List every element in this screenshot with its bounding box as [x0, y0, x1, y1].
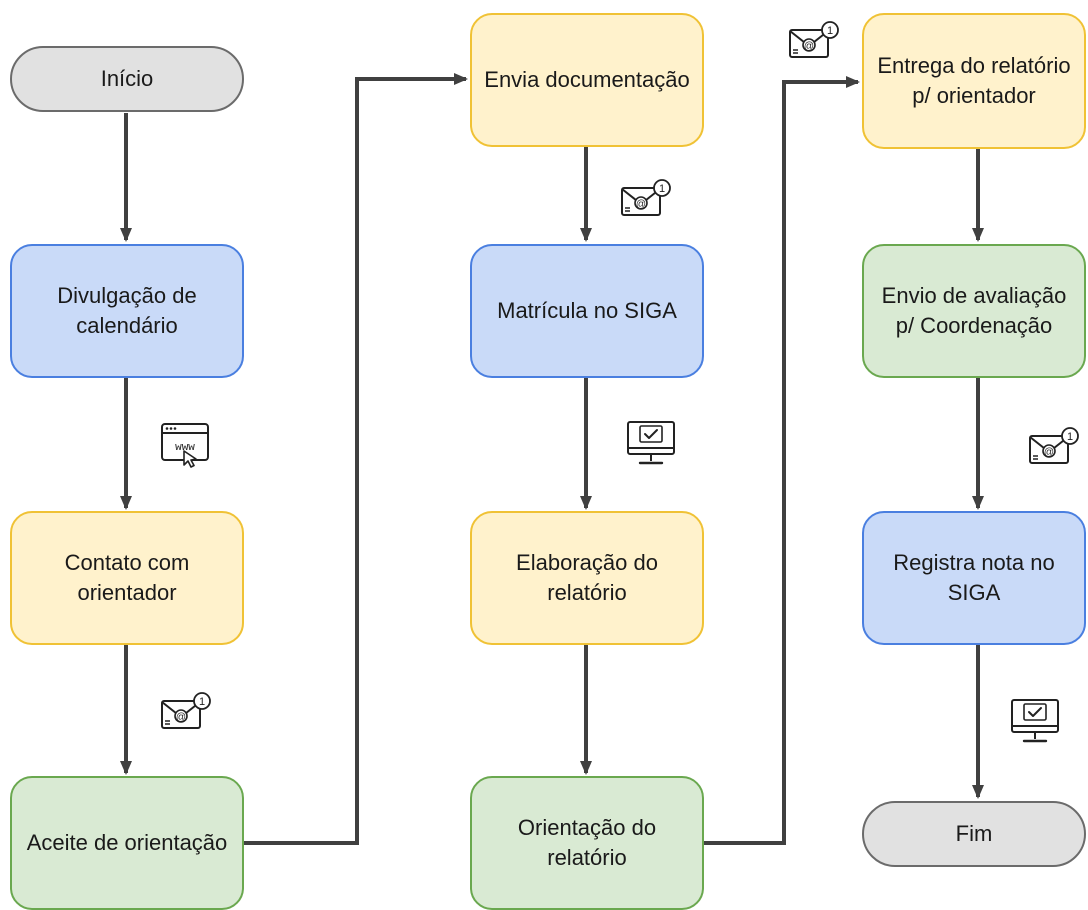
monitor-check-icon [1011, 699, 1059, 743]
web-browser-cursor-icon: www [161, 423, 209, 468]
svg-text:1: 1 [827, 25, 833, 37]
svg-text:@: @ [636, 199, 646, 210]
node-divulgacao: Divulgação de calendário [10, 244, 244, 378]
email-notification-icon: @ 1 [161, 692, 211, 729]
svg-text:@: @ [176, 712, 186, 723]
node-inicio: Início [10, 46, 244, 112]
svg-text:@: @ [804, 41, 814, 52]
arrow-aceite-envia [244, 73, 468, 845]
node-envia: Envia documentação [470, 13, 704, 147]
svg-text:1: 1 [659, 183, 665, 195]
node-orientacao: Orientação do relatório [470, 776, 704, 910]
node-matricula: Matrícula no SIGA [470, 244, 704, 378]
svg-text:@: @ [1044, 447, 1054, 458]
node-elaboracao: Elaboração do relatório [470, 511, 704, 645]
node-contato: Contato com orientador [10, 511, 244, 645]
node-fim: Fim [862, 801, 1086, 867]
monitor-check-icon [627, 421, 675, 465]
svg-text:1: 1 [1067, 431, 1073, 443]
node-registra: Registra nota no SIGA [862, 511, 1086, 645]
node-entrega: Entrega do relatório p/ orientador [862, 13, 1086, 149]
email-notification-icon: @ 1 [1029, 427, 1079, 464]
node-envio: Envio de avaliação p/ Coordenação [862, 244, 1086, 378]
email-notification-icon: @ 1 [789, 21, 839, 58]
svg-text:www: www [175, 442, 195, 454]
svg-text:1: 1 [199, 696, 205, 708]
arrow-orientacao-entrega [704, 76, 860, 845]
email-notification-icon: @ 1 [621, 179, 671, 216]
node-aceite: Aceite de orientação [10, 776, 244, 910]
